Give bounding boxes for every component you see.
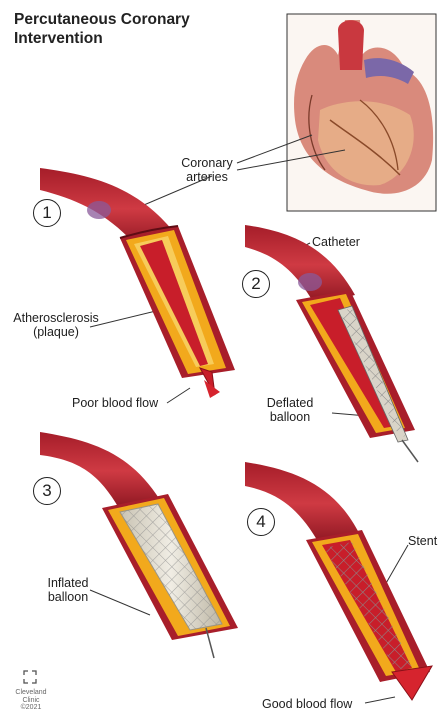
inflated-balloon-label: Inflated balloon [40, 576, 96, 604]
deflated-balloon-label: Deflated balloon [258, 396, 322, 424]
inflated-balloon-line-2: balloon [40, 590, 96, 604]
logo-name-line-2: Clinic [6, 697, 56, 705]
logo-name-line-1: Cleveland [6, 689, 56, 697]
coronary-arteries-line-1: Coronary [172, 156, 242, 170]
inflated-balloon-line-1: Inflated [40, 576, 96, 590]
good-blood-flow-label: Good blood flow [262, 697, 352, 711]
atherosclerosis-line-1: Atherosclerosis [10, 311, 102, 325]
atherosclerosis-line-2: (plaque) [10, 325, 102, 339]
artery-panel-4 [245, 462, 432, 700]
coronary-arteries-label: Coronary arteries [172, 156, 242, 184]
step-number-2: 2 [242, 270, 270, 298]
coronary-arteries-line-2: arteries [172, 170, 242, 184]
artery-panel-1 [40, 168, 235, 398]
logo-year: ©2021 [6, 704, 56, 712]
deflated-balloon-line-2: balloon [258, 410, 322, 424]
stent-label: Stent [408, 534, 437, 548]
step-number-4: 4 [247, 508, 275, 536]
catheter-label: Catheter [312, 235, 360, 249]
cleveland-clinic-logo: Cleveland Clinic ©2021 [6, 672, 56, 712]
deflated-balloon-line-1: Deflated [258, 396, 322, 410]
atherosclerosis-label: Atherosclerosis (plaque) [10, 311, 102, 339]
artery-panel-2 [245, 225, 418, 462]
step-number-3: 3 [33, 477, 61, 505]
poor-blood-flow-label: Poor blood flow [72, 396, 158, 410]
artery-panel-3 [40, 432, 238, 658]
heart-inset [287, 14, 436, 211]
step-number-1: 1 [33, 199, 61, 227]
